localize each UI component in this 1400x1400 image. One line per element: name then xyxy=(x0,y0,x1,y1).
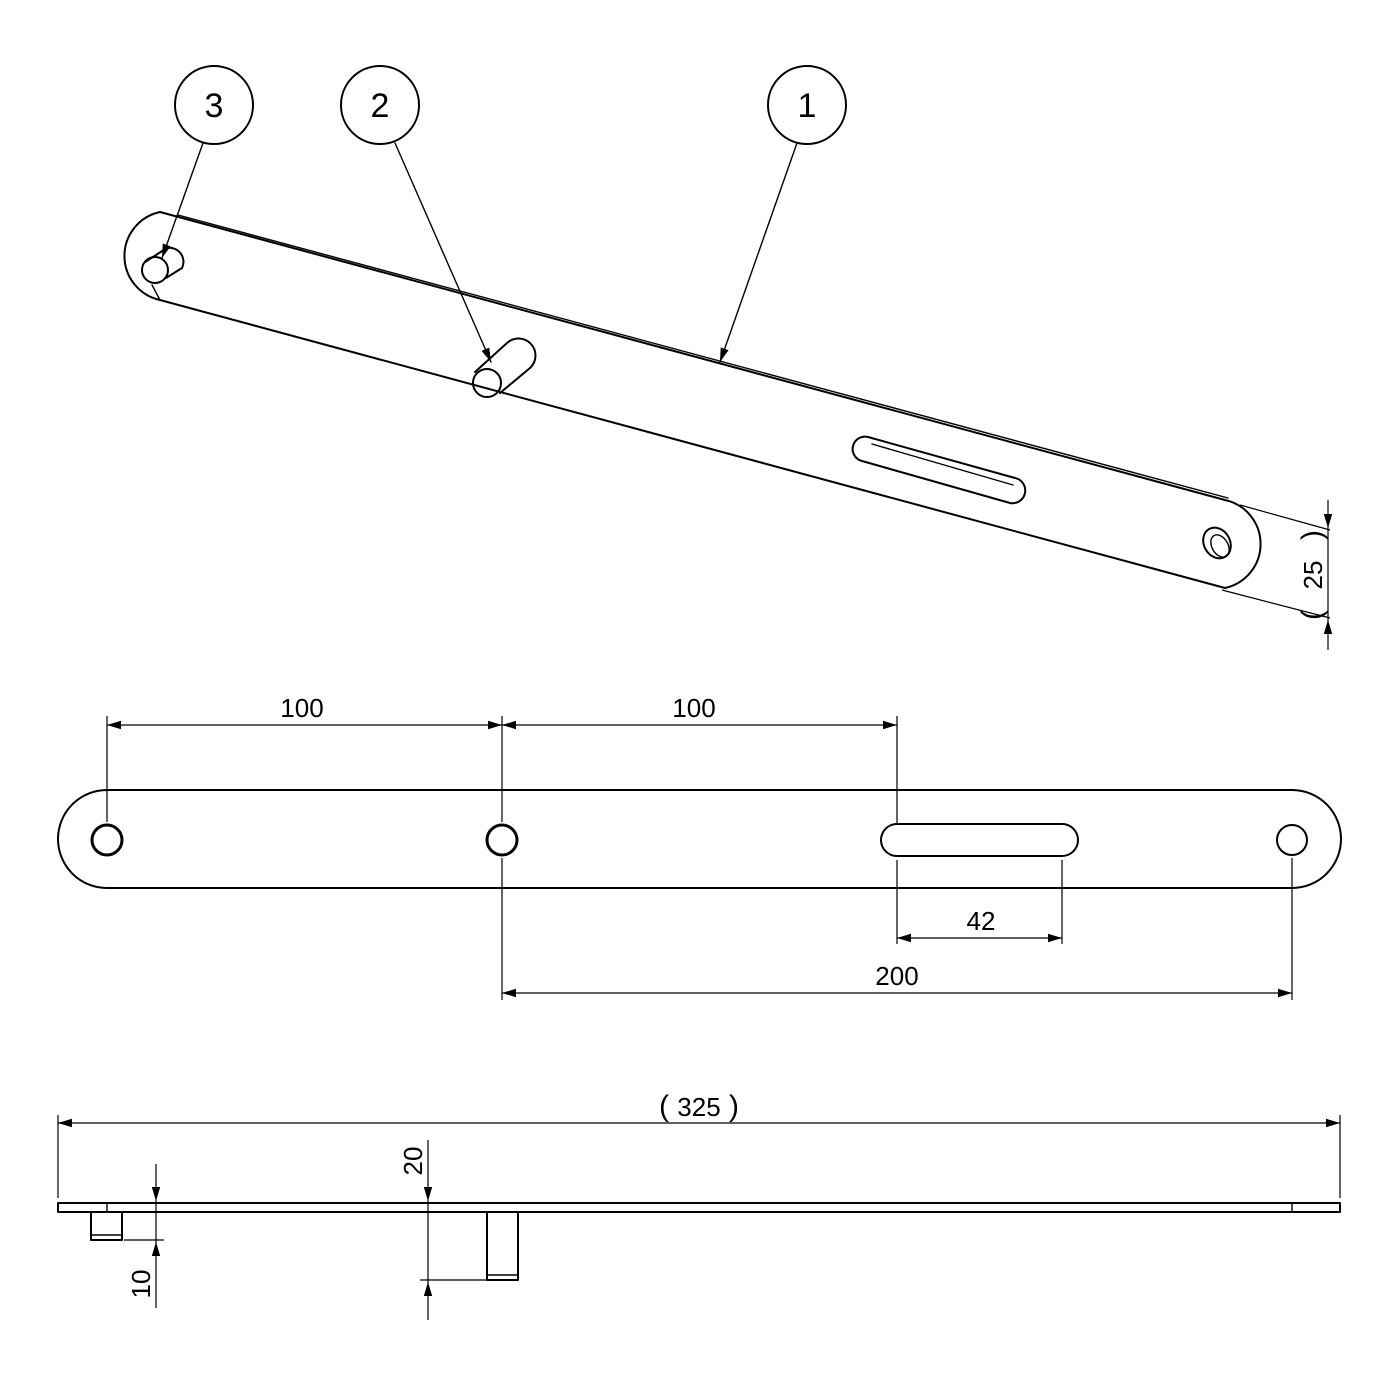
top-hole-2 xyxy=(485,823,519,857)
dim-slot-length: 42 xyxy=(897,906,1062,943)
top-hole-4 xyxy=(1276,824,1308,856)
dim-iso-width-value: 25 xyxy=(1298,561,1328,590)
svg-text:(: ( xyxy=(659,1090,669,1123)
top-hole-1 xyxy=(90,823,124,857)
top-bar-outline xyxy=(57,789,1342,889)
dim-top-right-spacing: 100 xyxy=(502,693,897,730)
balloon-1-label: 1 xyxy=(798,87,817,125)
top-slot xyxy=(880,823,1079,857)
pin-2 xyxy=(472,337,537,398)
dim-iso-width: ( 25 ) xyxy=(1221,500,1333,650)
side-view: ( 325 ) 20 10 xyxy=(57,1090,1341,1320)
dim-top-left-spacing: 100 xyxy=(107,693,502,730)
dim-hole-to-end: 200 xyxy=(502,961,1292,998)
dim-pin-long: 20 xyxy=(398,1140,487,1320)
pin-3 xyxy=(141,246,185,284)
side-plate xyxy=(57,1202,1341,1213)
side-pin-long xyxy=(486,1211,519,1281)
iso-bar-bottom-edge xyxy=(151,284,161,301)
iso-bar-thickness-edge xyxy=(177,214,1229,499)
iso-hole xyxy=(1202,526,1232,560)
iso-slot xyxy=(851,435,1027,505)
dim-top-left-spacing-value: 100 xyxy=(280,693,323,723)
svg-text:(: ( xyxy=(1296,610,1329,620)
dim-pin-short-value: 10 xyxy=(126,1270,156,1299)
iso-bar-outline xyxy=(123,211,1262,589)
balloon-3-label: 3 xyxy=(205,87,224,125)
dim-slot-length-value: 42 xyxy=(967,906,996,936)
balloon-1: 1 xyxy=(719,65,847,363)
svg-text:): ) xyxy=(729,1090,739,1123)
dim-top-right-spacing-value: 100 xyxy=(672,693,715,723)
top-view: 100 100 42 200 xyxy=(57,693,1342,1000)
balloon-2-label: 2 xyxy=(371,87,390,125)
dim-pin-long-value: 20 xyxy=(398,1147,428,1176)
side-pin-short xyxy=(90,1211,123,1241)
dim-overall-length: ( 325 ) xyxy=(57,1090,1341,1198)
dim-overall-length-value: 325 xyxy=(677,1092,720,1122)
dim-pin-short: 10 xyxy=(124,1164,164,1308)
isometric-view: 3 2 1 ( 25 ) xyxy=(123,65,1333,650)
dim-hole-to-end-value: 200 xyxy=(875,961,918,991)
svg-text:): ) xyxy=(1296,530,1329,540)
balloon-3: 3 xyxy=(161,65,254,259)
balloon-2: 2 xyxy=(340,65,492,363)
